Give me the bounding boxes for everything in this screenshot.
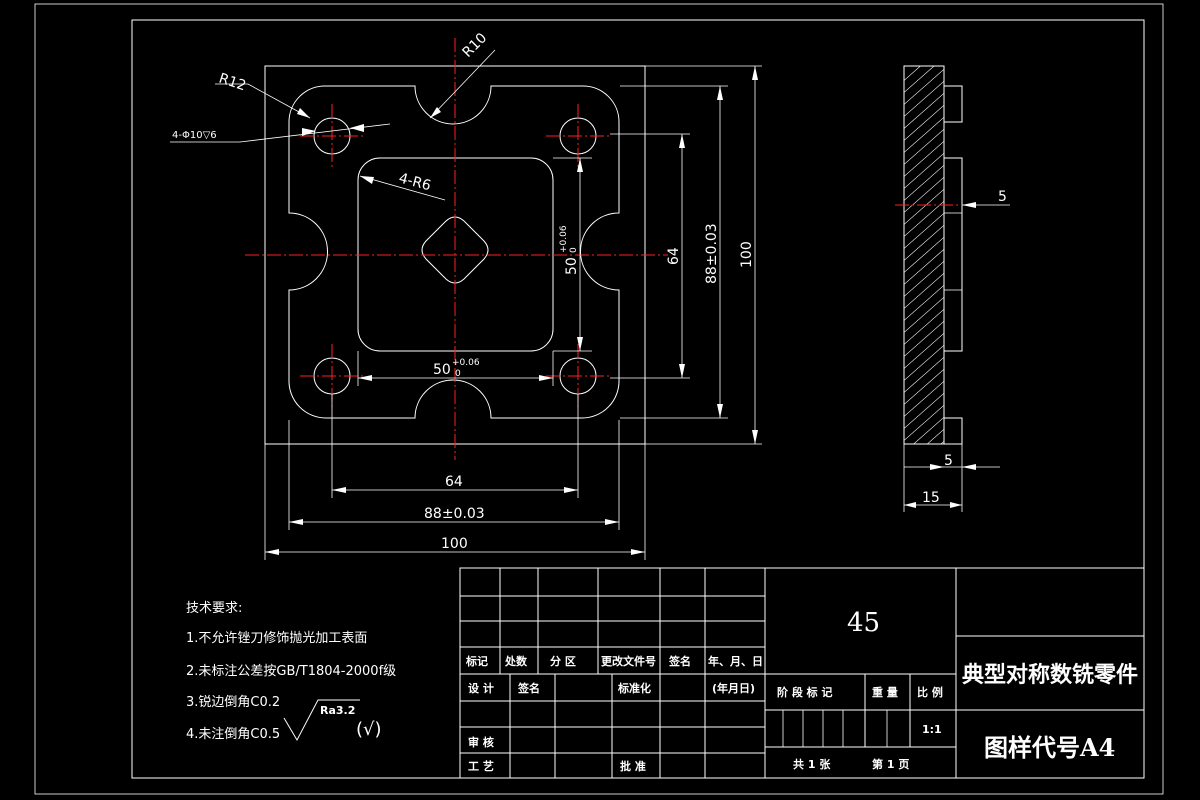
hdr-count: 处数 <box>504 654 528 668</box>
section-hatch-line <box>904 332 944 369</box>
center-diamond <box>421 216 489 284</box>
section-hatch-line <box>904 66 921 81</box>
roughness-paren: (√) <box>356 719 382 740</box>
dim-50-h-tol-upper: +0.06 <box>452 358 480 368</box>
section-hatch-line <box>900 448 950 492</box>
title-block: 45 典型对称数铣零件 图样代号A4 标记 处数 分 区 更改文件号 签名 年、… <box>459 567 1145 779</box>
section-hatch-line <box>904 272 944 309</box>
hdr-mark: 标记 <box>465 654 488 668</box>
r6-label: 4-R6 <box>397 170 433 194</box>
side-5-bottom: 5 <box>944 453 953 469</box>
section-hatch-line <box>904 224 944 261</box>
section-hatch-line <box>904 92 944 129</box>
section-hatch-line <box>904 248 944 285</box>
note-1: 1.不允许锉刀修饰抛光加工表面 <box>186 630 367 646</box>
standardize-label: 标准化 <box>617 681 651 695</box>
section-hatch-line <box>904 356 944 393</box>
dim-88-vertical: 88±0.03 <box>704 223 720 284</box>
dim-100-vertical: 100 <box>739 241 755 268</box>
section-hatch-line <box>904 128 944 165</box>
section-hatch-line <box>904 344 944 381</box>
r12-label: R12 <box>217 71 248 95</box>
section-hatch-line <box>904 308 944 345</box>
section-hatch-line <box>904 176 944 213</box>
section-hatch-line <box>904 212 944 249</box>
note-4: 4.未注倒角C0.5 <box>186 727 280 742</box>
section-hatch-line <box>904 116 944 153</box>
roughness-symbol-icon <box>283 699 360 742</box>
part-outline <box>288 85 620 419</box>
design-label: 设 计 <box>468 681 494 695</box>
sheet-number: 第 1 页 <box>872 757 909 771</box>
section-hatch-line <box>904 260 944 297</box>
section-hatch-line <box>904 140 944 177</box>
section-hatch-line <box>904 164 944 201</box>
hdr-date: 年、月、日 <box>708 654 763 668</box>
side-section-view: 5 5 15 <box>895 65 1010 512</box>
section-hatch-line <box>904 368 944 405</box>
roughness-value: Ra3.2 <box>320 704 355 717</box>
outer-border <box>34 3 1164 795</box>
approve-label: 批 准 <box>620 759 646 773</box>
scale-label: 比 例 <box>917 685 943 699</box>
dim-64-vertical: 64 <box>666 247 682 265</box>
section-hatch-line <box>904 236 944 273</box>
process-label: 工 艺 <box>468 759 494 773</box>
section-hatch-line <box>904 404 944 441</box>
scale-value: 1:1 <box>922 723 942 736</box>
section-hatch-line <box>904 68 944 105</box>
section-hatch-line <box>904 152 944 189</box>
section-hatch-line <box>904 392 944 429</box>
section-hatch-line <box>913 416 944 444</box>
dim-100-horizontal: 100 <box>441 536 468 552</box>
sheets-total: 共 1 张 <box>793 757 831 771</box>
dim-50-h-tol-lower: 0 <box>455 369 461 379</box>
date-paren-label: (年月日) <box>712 681 755 695</box>
dim-50-v-tol-lower: 0 <box>569 247 579 253</box>
side-5-top: 5 <box>998 189 1007 205</box>
dim-50-vertical: 50 <box>564 257 580 275</box>
stage-mark-label: 阶 段 标 记 <box>777 685 833 699</box>
plan-view <box>245 38 668 460</box>
technical-notes: 技术要求: 1.不允许锉刀修饰抛光加工表面 2.未标注公差按GB/T1804-2… <box>186 601 396 742</box>
section-hatch-line <box>926 428 944 444</box>
section-hatch-line <box>904 296 944 333</box>
section-hatch-line <box>904 66 935 93</box>
hdr-zone: 分 区 <box>550 654 576 668</box>
hdr-change-doc: 更改文件号 <box>601 654 656 668</box>
section-hatch-line <box>904 284 944 321</box>
section-hatch-line <box>904 188 944 225</box>
section-hatch-line <box>940 440 944 444</box>
dim-88-horizontal: 88±0.03 <box>424 506 485 522</box>
section-hatch-line <box>904 320 944 357</box>
vertical-dimensions: 50 +0.06 0 64 88±0.03 100 <box>553 65 762 445</box>
note-2: 2.未标注公差按GB/T1804-2000f级 <box>186 664 396 679</box>
review-label: 审 核 <box>468 735 494 749</box>
section-hatch-line <box>904 200 944 237</box>
dim-64-horizontal: 64 <box>445 474 463 490</box>
signature-label: 签名 <box>517 681 540 695</box>
material: 45 <box>847 608 880 638</box>
dim-50-horizontal: 50 <box>433 362 451 378</box>
dim-50-v-tol-upper: +0.06 <box>559 225 569 253</box>
drawing-number: 图样代号A4 <box>984 733 1115 762</box>
note-3: 3.锐边倒角C0.2 <box>186 695 280 710</box>
weight-label: 重 量 <box>872 685 898 699</box>
horizontal-dimensions: 50 +0.06 0 64 88±0.03 100 <box>264 351 646 560</box>
section-hatch-line <box>904 80 944 117</box>
section-hatch-line <box>904 104 944 141</box>
notes-title: 技术要求: <box>186 601 242 616</box>
holes-label: 4-Φ10▽6 <box>172 130 217 141</box>
hdr-signature: 签名 <box>668 654 691 668</box>
side-15: 15 <box>922 490 940 506</box>
section-hatch-line <box>904 380 944 417</box>
r10-label: R10 <box>460 30 491 61</box>
part-name: 典型对称数铣零件 <box>962 662 1138 688</box>
